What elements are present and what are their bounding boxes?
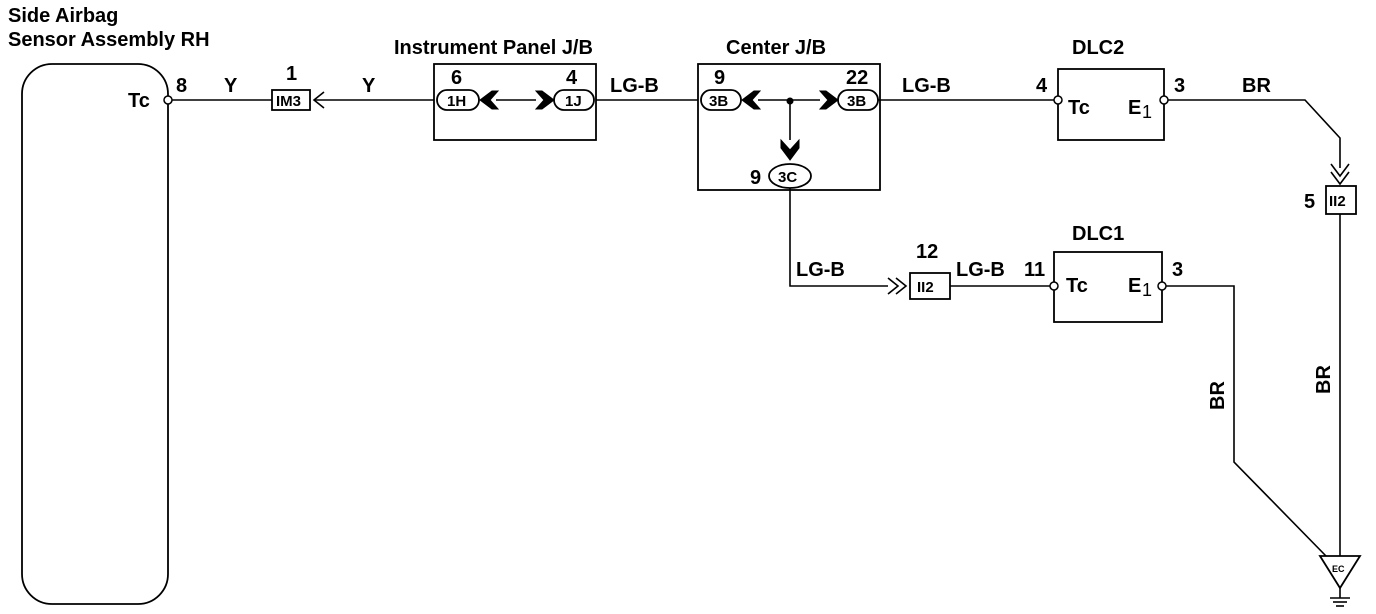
wire-label-br-left: BR xyxy=(1207,381,1229,410)
center-jb-conn-left xyxy=(700,89,742,111)
center-jb-chevron-right xyxy=(818,90,839,110)
ip-jb-title: Instrument Panel J/B xyxy=(394,37,593,59)
ip-jb-chevron-left xyxy=(479,90,500,110)
ip-jb-conn-right-label: 1J xyxy=(565,93,582,110)
wire-label-lgb-1: LG-B xyxy=(610,75,659,97)
dlc2-title: DLC2 xyxy=(1072,37,1124,59)
ground-label: EC xyxy=(1332,564,1345,574)
sensor-body xyxy=(21,63,169,605)
wire-label-y-right: Y xyxy=(362,75,376,97)
wire-label-lgb-3: LG-B xyxy=(796,259,845,281)
dlc2-terminal-e1-sub: 1 xyxy=(1142,102,1152,122)
ii2-lower-chevron-2 xyxy=(895,277,908,295)
side-airbag-sensor-assembly: Side Airbag Sensor Assembly RH Tc 8 xyxy=(8,5,210,605)
ii2-lower-label: II2 xyxy=(917,279,934,296)
im3-label: IM3 xyxy=(276,93,301,110)
im3-pin: 1 xyxy=(286,63,297,85)
dlc2-pin-e1: 3 xyxy=(1174,75,1185,97)
ground-ec: EC xyxy=(1318,555,1362,607)
center-jb-pin-left: 9 xyxy=(714,67,725,89)
ip-jb-box xyxy=(433,63,597,141)
dlc1-e1-circle xyxy=(1157,281,1167,291)
dlc2-e1-circle xyxy=(1159,95,1169,105)
ii2-right-label: II2 xyxy=(1329,193,1346,210)
center-jb-chevron-down xyxy=(780,138,800,161)
center-jb: Center J/B 9 3B 22 3B 9 3C xyxy=(697,37,881,191)
ii2-lower-chevron-1 xyxy=(887,277,900,295)
center-jb-chevron-left xyxy=(741,90,762,110)
sensor-terminal-circle xyxy=(163,95,173,105)
dlc2-terminal-tc: Tc xyxy=(1068,97,1090,119)
ii2-right-box xyxy=(1325,185,1357,215)
sensor-title-line2: Sensor Assembly RH xyxy=(8,29,210,51)
dlc1-pin-e1: 3 xyxy=(1172,259,1183,281)
ip-jb-pin-left: 6 xyxy=(451,67,462,89)
wire-label-br-top: BR xyxy=(1242,75,1271,97)
center-jb-conn-bottom-label: 3C xyxy=(778,169,797,186)
instrument-panel-jb: Instrument Panel J/B 6 1H 4 1J xyxy=(394,37,597,141)
ip-jb-conn-left-label: 1H xyxy=(447,93,466,110)
dlc1: DLC1 11 Tc E 1 3 xyxy=(1024,223,1183,323)
center-jb-pin-right: 22 xyxy=(846,67,868,89)
ii2-lower-pin: 12 xyxy=(916,241,938,263)
connector-ii2-lower: 12 II2 xyxy=(909,241,951,300)
dlc2-tc-circle xyxy=(1053,95,1063,105)
wire-label-y-left: Y xyxy=(224,75,238,97)
im3-box xyxy=(271,89,311,111)
ground-triangle xyxy=(1318,555,1362,590)
dlc2-pin-tc: 4 xyxy=(1036,75,1048,97)
ip-jb-conn-left xyxy=(436,89,480,111)
wire-label-br-right: BR xyxy=(1313,365,1335,394)
sensor-title-line1: Side Airbag xyxy=(8,5,118,27)
dlc1-pin-tc: 11 xyxy=(1024,259,1045,281)
dlc1-terminal-tc: Tc xyxy=(1066,275,1088,297)
dlc2: DLC2 4 Tc E 1 3 xyxy=(1036,37,1185,141)
dlc2-terminal-e1: E xyxy=(1128,97,1141,119)
ip-jb-pin-right: 4 xyxy=(566,67,578,89)
connector-im3: 1 IM3 xyxy=(271,63,325,111)
sensor-terminal-tc: Tc xyxy=(128,90,150,112)
wire-dlc2-e1-drop xyxy=(1168,99,1341,168)
dlc1-terminal-e1: E xyxy=(1128,275,1141,297)
center-jb-pin-bottom: 9 xyxy=(750,167,761,189)
center-jb-title: Center J/B xyxy=(726,37,826,59)
dlc1-tc-circle xyxy=(1049,281,1059,291)
ip-jb-chevron-right xyxy=(534,90,555,110)
dlc1-title: DLC1 xyxy=(1072,223,1124,245)
wire-label-lgb-4: LG-B xyxy=(956,259,1005,281)
center-jb-box xyxy=(697,63,881,191)
ip-jb-conn-right xyxy=(553,89,595,111)
center-jb-conn-left-label: 3B xyxy=(709,93,728,110)
dlc1-terminal-e1-sub: 1 xyxy=(1142,280,1152,300)
wire-label-lgb-2: LG-B xyxy=(902,75,951,97)
wire-3c-ii2 xyxy=(789,188,888,287)
sensor-pin-8: 8 xyxy=(176,75,187,97)
ii2-right-pin: 5 xyxy=(1304,191,1315,213)
connector-ii2-right: 5 II2 xyxy=(1304,185,1357,215)
ii2-right-chevron-2 xyxy=(1330,171,1350,186)
ii2-right-chevron xyxy=(1330,163,1350,178)
wire-dlc1-e1-ground xyxy=(1166,285,1327,557)
center-jb-conn-right-label: 3B xyxy=(847,93,866,110)
